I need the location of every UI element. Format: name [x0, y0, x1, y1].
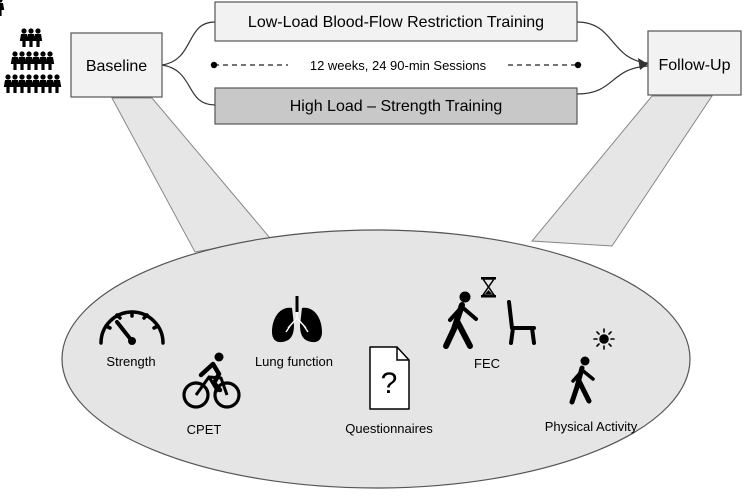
- speedometer-icon: [99, 310, 165, 345]
- timeline-start-dot: [210, 61, 218, 69]
- hlst-label: High Load – Strength Training: [290, 98, 503, 115]
- strength-label: Strength: [106, 354, 155, 369]
- timeline-end-dot: [574, 61, 582, 69]
- timeline-label: 12 weeks, 24 90-min Sessions: [310, 58, 487, 73]
- baseline-box: [70, 32, 163, 98]
- walking-person-icon: [443, 291, 478, 349]
- physical-activity-label: Physical Activity: [545, 419, 638, 434]
- chair-icon: [507, 300, 536, 345]
- followup-cone: [530, 95, 713, 247]
- lbfr-label: Low-Load Blood-Flow Restriction Training: [248, 14, 544, 31]
- participants-group-icon: [0, 0, 62, 93]
- questionnaires-label: Questionnaires: [345, 421, 433, 436]
- follow-up-arrowhead: [638, 58, 648, 70]
- cyclist-icon: [182, 352, 241, 409]
- follow-up-label: Follow-Up: [658, 57, 730, 74]
- lung-function-label: Lung function: [255, 354, 333, 369]
- lungs-icon: [272, 296, 322, 343]
- cpet-label: CPET: [187, 422, 222, 437]
- fec-label: FEC: [474, 356, 500, 371]
- active-walker-icon: [569, 356, 595, 405]
- baseline-label: Baseline: [86, 58, 147, 75]
- hlst-box: [214, 87, 578, 125]
- connector-lines: [161, 21, 649, 106]
- speedometer-hub: [128, 337, 136, 345]
- question-mark-icon: ?: [381, 367, 398, 400]
- lbfr-box: [214, 1, 578, 42]
- questionnaire-document-icon: [369, 346, 410, 410]
- hourglass-icon: [481, 277, 496, 298]
- follow-up-box: [647, 30, 742, 96]
- sun-icon: [593, 328, 615, 350]
